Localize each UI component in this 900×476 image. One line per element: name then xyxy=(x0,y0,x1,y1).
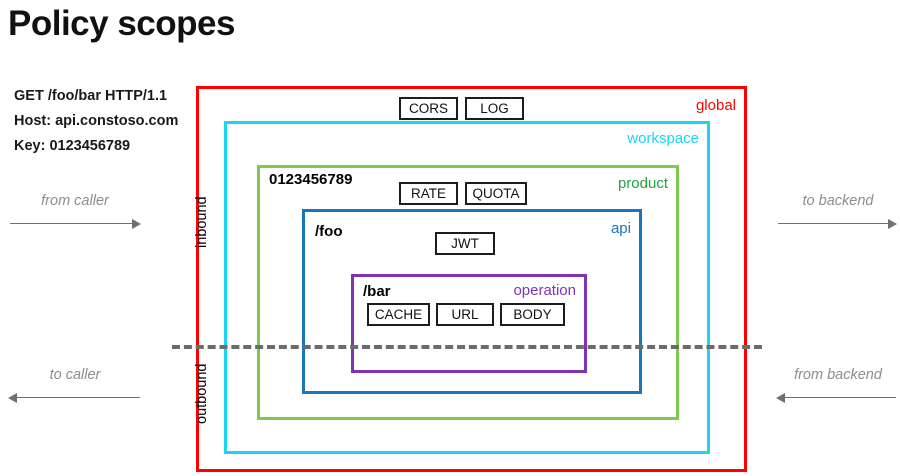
policy-chip-log[interactable]: LOG xyxy=(465,97,524,120)
policy-chip-cache[interactable]: CACHE xyxy=(367,303,430,326)
flow-caption-from-backend: from backend xyxy=(794,367,882,383)
api-path-label: /foo xyxy=(315,223,343,240)
scope-label-workspace: workspace xyxy=(627,130,699,147)
scope-box-api: api /foo xyxy=(302,209,642,394)
request-line-host: Host: api.constoso.com xyxy=(14,113,179,129)
flow-line-from-backend xyxy=(784,397,896,398)
scope-box-workspace: workspace xyxy=(224,121,710,454)
page-title: Policy scopes xyxy=(8,4,235,43)
product-context-key-value: 0123456789 xyxy=(269,171,353,188)
flow-caption-to-backend: to backend xyxy=(802,193,874,209)
scope-label-operation: operation xyxy=(513,282,576,299)
arrow-left-icon xyxy=(8,393,17,403)
inbound-outbound-divider xyxy=(172,345,762,349)
arrow-left-icon xyxy=(776,393,785,403)
policy-chip-url[interactable]: URL xyxy=(436,303,494,326)
policy-chip-body[interactable]: BODY xyxy=(500,303,565,326)
policy-chip-quota[interactable]: QUOTA xyxy=(465,182,527,205)
direction-label-outbound: outbound xyxy=(194,363,210,424)
flow-line-to-caller xyxy=(16,397,140,398)
request-line-method: GET /foo/bar HTTP/1.1 xyxy=(14,88,168,104)
scope-box-product: product xyxy=(257,165,679,420)
scope-label-api: api xyxy=(610,220,631,237)
scope-label-global: global xyxy=(695,97,736,114)
policy-chip-rate[interactable]: RATE xyxy=(399,182,458,205)
scope-box-global: global xyxy=(196,86,747,472)
operation-path-label: /bar xyxy=(363,283,391,300)
policy-chip-jwt[interactable]: JWT xyxy=(435,232,495,255)
policy-chip-cors[interactable]: CORS xyxy=(399,97,458,120)
direction-label-inbound: inbound xyxy=(194,196,210,248)
scope-box-operation: operation /bar xyxy=(351,274,587,373)
flow-caption-from-caller: from caller xyxy=(41,193,109,209)
flow-caption-to-caller: to caller xyxy=(49,367,101,383)
flow-line-to-backend xyxy=(778,223,890,224)
request-line-key: Key: 0123456789 xyxy=(14,138,131,154)
arrow-right-icon xyxy=(888,219,897,229)
scope-label-product: product xyxy=(617,175,668,192)
flow-line-from-caller xyxy=(10,223,134,224)
arrow-right-icon xyxy=(132,219,141,229)
request-sample-text: GET /foo/bar HTTP/1.1 Host: api.constoso… xyxy=(14,84,178,159)
